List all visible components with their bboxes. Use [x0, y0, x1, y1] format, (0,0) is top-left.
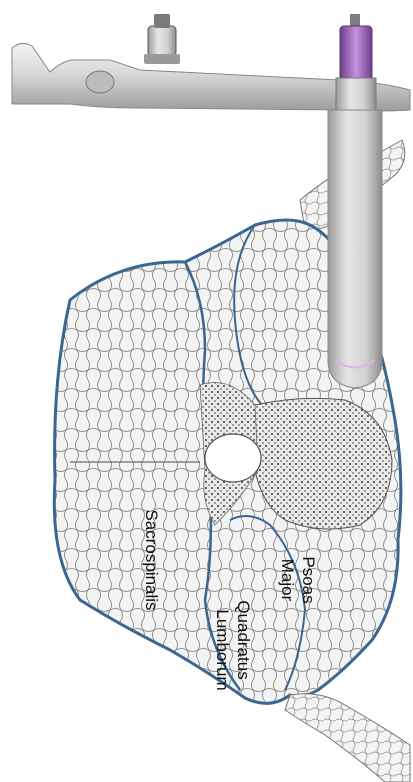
- vertebral-body: [255, 398, 392, 529]
- label-quadratus-line2: Lumborum: [213, 609, 232, 690]
- clamp-knob-icon: [144, 14, 180, 64]
- label-psoas-line2: Major: [278, 559, 297, 602]
- spinal-canal: [205, 434, 261, 482]
- label-sacrospinalis: Sacrospinalis: [142, 509, 161, 610]
- label-psoas-line1: Psoas: [299, 556, 318, 603]
- lower-soft-tissue: [285, 694, 410, 782]
- dilator-tube-icon: [328, 14, 382, 388]
- label-quadratus-line1: Quadratus: [234, 600, 253, 679]
